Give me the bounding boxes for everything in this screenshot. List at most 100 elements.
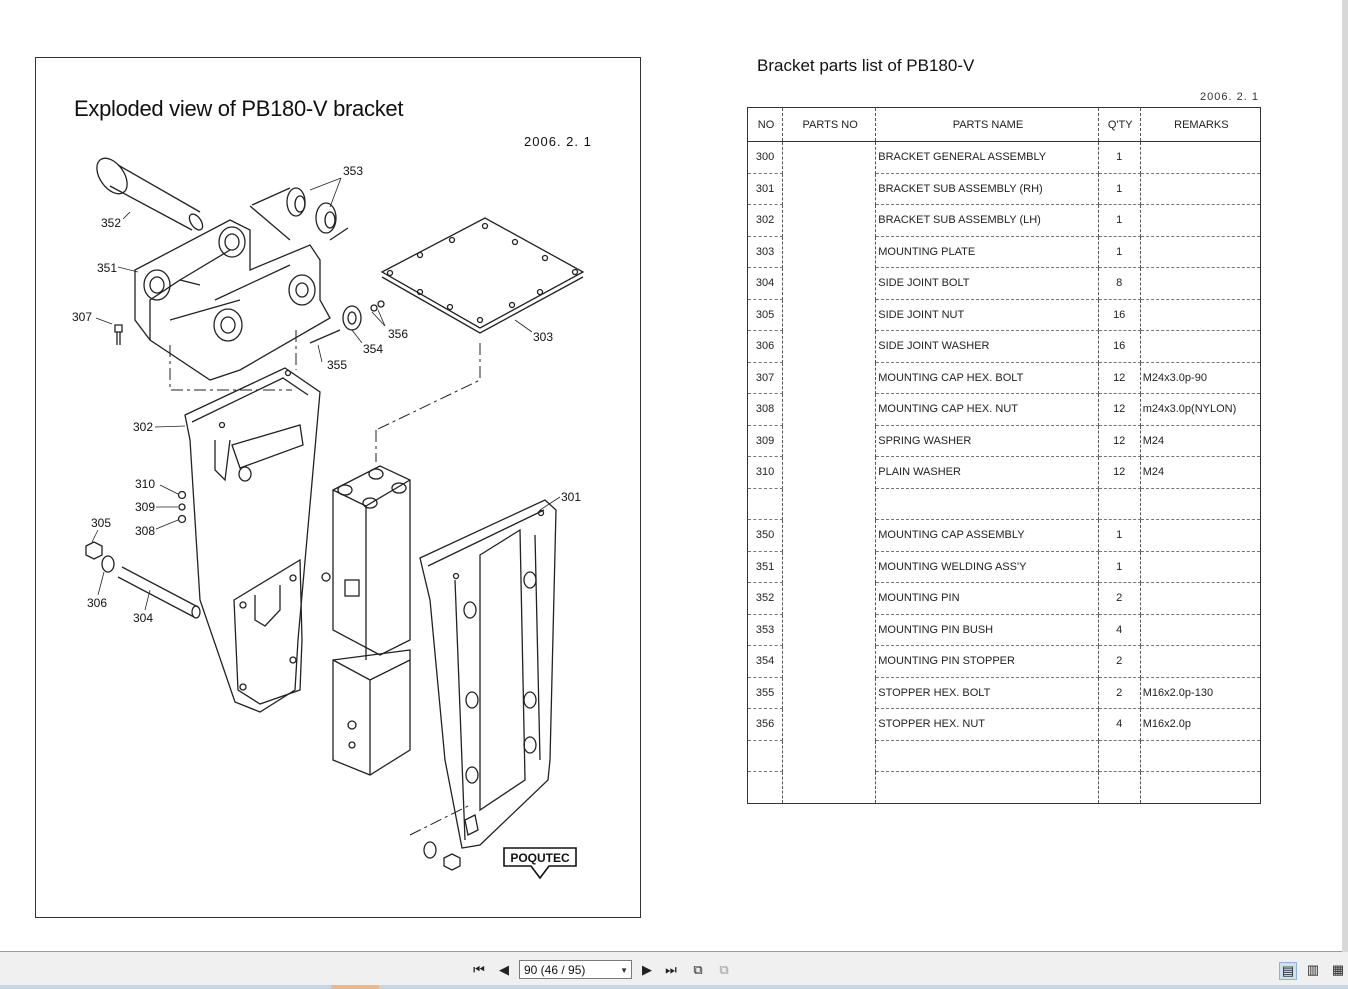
mounting-welding-part [134, 219, 331, 381]
cell-qty: 1 [1097, 519, 1141, 552]
cell-no: 301 [746, 173, 784, 205]
cell-qty: 1 [1097, 141, 1141, 174]
cell-pno [782, 425, 877, 457]
col-header-remarks: REMARKS [1139, 107, 1262, 142]
status-strip-segment [331, 985, 379, 989]
cell-name [875, 488, 1099, 520]
cell-pno [782, 708, 877, 740]
cell-remarks [1139, 614, 1262, 646]
cell-remarks: m24x3.0p(NYLON) [1139, 393, 1262, 426]
callout-304: 304 [133, 611, 153, 625]
callout-351: 351 [97, 261, 117, 275]
bracket-rh-part [419, 499, 557, 849]
cell-pno [782, 645, 877, 677]
drawing-title: Exploded view of PB180-V bracket [74, 96, 404, 121]
first-page-icon[interactable]: ⏮ [473, 962, 485, 977]
logo-text: POQUTEC [510, 851, 570, 865]
callout-353: 353 [343, 164, 363, 178]
cell-no [746, 771, 784, 804]
cell-no: 355 [746, 677, 784, 709]
callout-307: 307 [72, 310, 92, 324]
last-page-icon[interactable]: ⏭ [665, 962, 677, 977]
cell-pno [782, 551, 877, 583]
cell-remarks: M24 [1139, 425, 1262, 457]
cell-name [875, 740, 1099, 772]
col-header-parts-name: PARTS NAME [875, 107, 1099, 142]
parts-list-title: Bracket parts list of PB180-V [757, 56, 975, 75]
cell-pno [782, 393, 877, 425]
cell-pno [782, 519, 877, 551]
cell-name: MOUNTING CAP ASSEMBLY [875, 519, 1099, 552]
cell-pno [782, 141, 877, 173]
cell-pno [782, 740, 877, 772]
cell-no: 303 [746, 236, 784, 268]
cell-no: 352 [746, 582, 784, 615]
callout-302: 302 [133, 420, 153, 434]
cell-qty: 2 [1097, 582, 1141, 615]
poqutec-logo: POQUTEC [503, 847, 577, 880]
status-strip [0, 985, 1348, 989]
table-row [746, 771, 1262, 804]
cell-remarks: M24x3.0p-90 [1139, 362, 1262, 394]
cell-pno [782, 488, 877, 520]
cell-pno [782, 204, 877, 236]
callout-354: 354 [363, 342, 383, 356]
pin-stopper-part [309, 300, 385, 344]
document-viewport[interactable]: Exploded view of PB180-V bracket 2006. 2… [0, 0, 1343, 952]
col-header-parts-no: PARTS NO [782, 107, 877, 142]
cell-remarks [1139, 551, 1262, 583]
prev-page-icon[interactable]: ◀ [499, 962, 509, 977]
cell-remarks: M24 [1139, 456, 1262, 489]
cell-remarks [1139, 141, 1262, 174]
next-page-icon[interactable]: ▶ [642, 962, 652, 977]
exploded-view-drawing: 353 352 351 307 356 303 354 355 302 310 … [72, 157, 585, 880]
cell-pno [782, 267, 877, 299]
continuous-icon[interactable]: ▥ [1306, 962, 1320, 977]
cap-bolt-part [114, 324, 123, 345]
single-page-icon[interactable]: ▤ [1279, 962, 1297, 980]
side-joint-bolt-part [85, 490, 201, 619]
table-row [746, 488, 1262, 520]
callout-301: 301 [561, 490, 581, 504]
cell-name: MOUNTING PIN [875, 582, 1099, 615]
cell-name: STOPPER HEX. NUT [875, 708, 1099, 741]
cell-qty: 12 [1097, 393, 1141, 426]
cell-name: PLAIN WASHER [875, 456, 1099, 489]
drawing-date: 2006. 2. 1 [524, 134, 592, 149]
callout-310: 310 [135, 477, 155, 491]
mounting-pin-part [96, 157, 204, 231]
callout-355: 355 [327, 358, 347, 372]
next-view-icon[interactable]: ⧉ [719, 962, 729, 977]
cell-pno [782, 677, 877, 709]
cell-remarks: M16x2.0p [1139, 708, 1262, 741]
cell-qty: 12 [1097, 425, 1141, 457]
facing-icon[interactable]: ▦ [1331, 962, 1345, 977]
cell-qty: 16 [1097, 299, 1141, 331]
cell-qty: 12 [1097, 362, 1141, 394]
col-header-no: NO [746, 107, 784, 142]
cell-name: MOUNTING WELDING ASS'Y [875, 551, 1099, 583]
cell-name [875, 771, 1099, 804]
callout-306: 306 [87, 596, 107, 610]
cell-remarks [1139, 299, 1262, 331]
cell-remarks [1139, 771, 1262, 804]
prev-view-icon[interactable]: ⧉ [693, 962, 703, 977]
cell-remarks [1139, 236, 1262, 268]
cell-no: 350 [746, 519, 784, 552]
cell-name: MOUNTING PIN BUSH [875, 614, 1099, 646]
page-number-select[interactable]: 90 (46 / 95) ▼ [519, 960, 632, 979]
cell-pno [782, 582, 877, 614]
cell-remarks [1139, 519, 1262, 552]
cell-remarks: M16x2.0p-130 [1139, 677, 1262, 709]
pin-bush-part [249, 187, 349, 241]
cell-pno [782, 362, 877, 394]
